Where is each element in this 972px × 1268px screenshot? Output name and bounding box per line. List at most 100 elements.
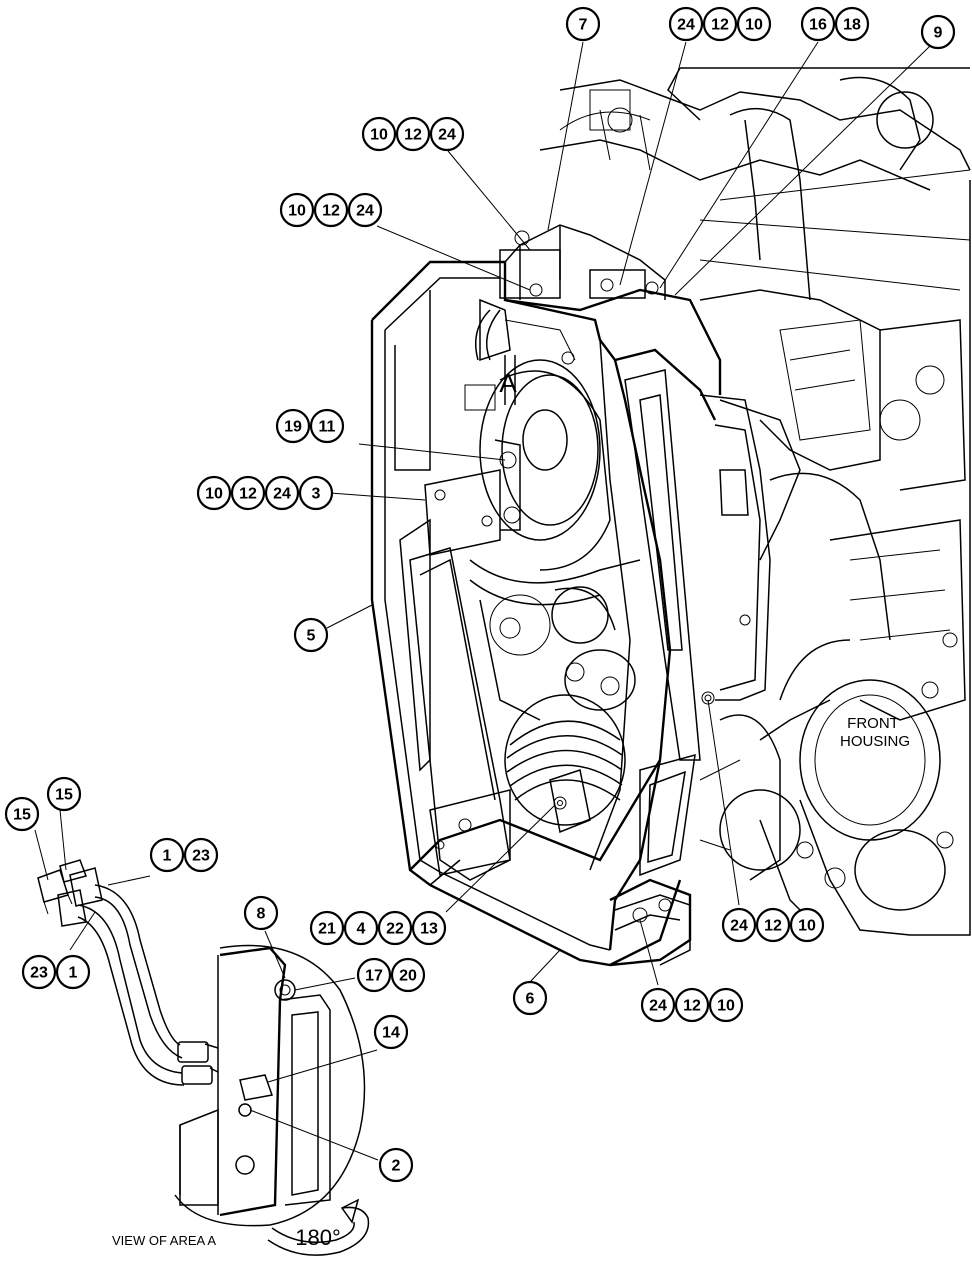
front-housing-label-line1: FRONT xyxy=(847,715,899,732)
callout-number: 7 xyxy=(579,17,588,34)
callout-number: 4 xyxy=(357,921,366,938)
callout-number: 9 xyxy=(934,25,943,42)
callout-number: 5 xyxy=(307,628,316,645)
callout-circle xyxy=(230,475,266,511)
callout-circle xyxy=(21,954,57,990)
callout-circle xyxy=(298,475,334,511)
callout-number: 23 xyxy=(192,848,210,865)
callout-number: 24 xyxy=(649,998,667,1015)
pulleys-and-belt xyxy=(469,359,641,834)
callout-circle xyxy=(149,837,185,873)
callout-number: 13 xyxy=(420,921,438,938)
callout-c14: 14 xyxy=(373,1014,409,1050)
callout-circle xyxy=(674,987,710,1023)
callout-number: 3 xyxy=(312,486,321,503)
hoses xyxy=(37,859,185,1086)
callout-circle xyxy=(313,192,349,228)
callout-number: 10 xyxy=(798,918,816,935)
callout-circle xyxy=(736,6,772,42)
callout-circle xyxy=(361,116,397,152)
callout-circle xyxy=(55,954,91,990)
callout-number: 15 xyxy=(13,807,31,824)
callout-circle xyxy=(640,987,676,1023)
callout-c21-4-22-13: 21 4 22 13 xyxy=(309,910,447,946)
callout-circle xyxy=(183,837,219,873)
callout-number: 14 xyxy=(382,1025,400,1042)
rotation-arrow-icon xyxy=(267,1198,370,1256)
callout-c23-1: 23 1 xyxy=(21,954,91,990)
callout-circle xyxy=(373,1014,409,1050)
callout-number: 10 xyxy=(717,998,735,1015)
callout-number: 10 xyxy=(745,17,763,34)
callout-number: 24 xyxy=(273,486,291,503)
callout-circle xyxy=(834,6,870,42)
callout-number: 16 xyxy=(809,17,827,34)
callout-circle xyxy=(512,980,548,1016)
callout-c2: 2 xyxy=(378,1147,414,1183)
callout-number: 24 xyxy=(438,127,456,144)
callout-circle xyxy=(279,192,315,228)
callout-number: 12 xyxy=(711,17,729,34)
callout-c15-b: 15 xyxy=(46,776,82,812)
callout-c6: 6 xyxy=(512,980,548,1016)
callout-circle xyxy=(721,907,757,943)
callout-circle xyxy=(377,910,413,946)
callout-c9: 9 xyxy=(920,14,956,50)
callout-circle xyxy=(264,475,300,511)
rotation-label: 180° xyxy=(295,1225,341,1250)
callout-circle xyxy=(378,1147,414,1183)
callout-number: 8 xyxy=(257,906,266,923)
callout-circle xyxy=(390,957,426,993)
callout-c8: 8 xyxy=(243,895,279,931)
callout-number: 12 xyxy=(764,918,782,935)
engine-block-outline xyxy=(539,67,971,936)
callout-c7: 7 xyxy=(565,6,601,42)
callout-circle xyxy=(429,116,465,152)
bottom-foot-bracket xyxy=(614,894,691,966)
callout-circle xyxy=(789,907,825,943)
callout-c24-12-10-mid: 24 12 10 xyxy=(721,907,825,943)
callout-circle xyxy=(668,6,704,42)
callout-circle xyxy=(356,957,392,993)
callout-circle xyxy=(395,116,431,152)
callout-number: 21 xyxy=(318,921,336,938)
callout-circle xyxy=(347,192,383,228)
callout-circle xyxy=(343,910,379,946)
callout-number: 12 xyxy=(683,998,701,1015)
callout-number: 12 xyxy=(404,127,422,144)
callout-circle xyxy=(4,796,40,832)
callout-c24-12-10-bot: 24 12 10 xyxy=(640,987,744,1023)
callout-circle xyxy=(800,6,836,42)
callout-number: 20 xyxy=(399,968,417,985)
callout-circle xyxy=(275,408,311,444)
callout-circle xyxy=(293,617,329,653)
callout-number: 6 xyxy=(526,991,535,1008)
callout-number: 24 xyxy=(730,918,748,935)
callout-circle xyxy=(708,987,744,1023)
callout-circle xyxy=(920,14,956,50)
callout-number: 10 xyxy=(205,486,223,503)
view-of-area-caption: VIEW OF AREA A xyxy=(112,1233,216,1248)
callout-circle xyxy=(309,408,345,444)
belt-guard-cover xyxy=(370,260,771,967)
callout-number: 11 xyxy=(319,419,336,436)
callout-circle xyxy=(46,776,82,812)
callout-circle xyxy=(411,910,447,946)
front-housing-label-line2: HOUSING xyxy=(840,733,910,750)
callout-number: 18 xyxy=(843,17,861,34)
callout-number: 12 xyxy=(322,203,340,220)
callout-number: 24 xyxy=(356,203,374,220)
callout-number: 12 xyxy=(239,486,257,503)
callout-circle xyxy=(243,895,279,931)
callout-circle xyxy=(309,910,345,946)
callout-number: 22 xyxy=(386,921,404,938)
callout-number: 1 xyxy=(69,965,78,982)
callout-number: 23 xyxy=(30,965,48,982)
